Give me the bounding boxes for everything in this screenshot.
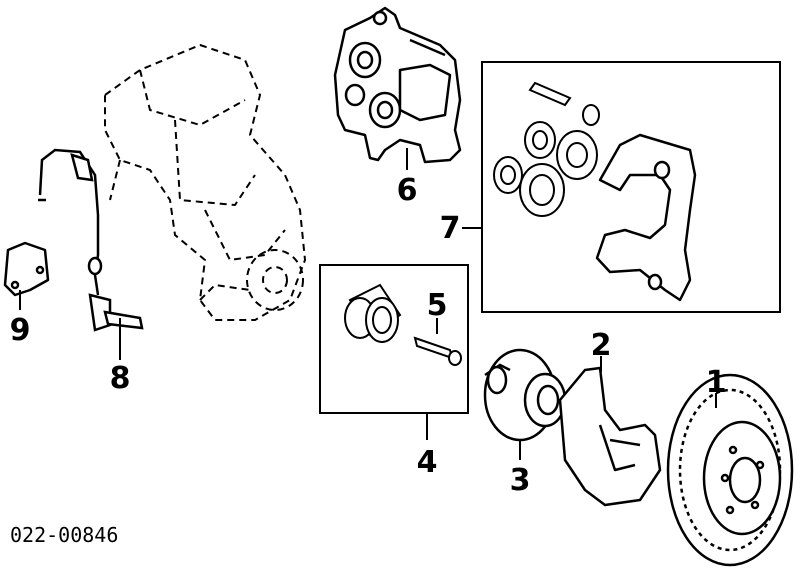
- dust-shield: [558, 366, 662, 507]
- callout-3: 3: [510, 463, 531, 498]
- reference-code: 022-00846: [10, 523, 118, 547]
- wheel-stud: [413, 336, 462, 366]
- callout-4: 4: [417, 445, 438, 480]
- brake-rotor: [666, 373, 794, 567]
- callout-1: 1: [706, 365, 727, 400]
- callout-7: 7: [440, 211, 461, 246]
- abs-sensor-bracket: [3, 241, 50, 297]
- steering-knuckle-outline: [104, 43, 307, 321]
- bearing-box: [319, 264, 469, 414]
- seal-kit-box: [481, 61, 781, 313]
- caliper-bracket: [595, 133, 697, 302]
- callout-6: 6: [397, 173, 418, 208]
- leader-lines: [19, 148, 717, 460]
- seal-kit-parts: [493, 81, 600, 217]
- callout-9: 9: [10, 313, 31, 348]
- callout-5: 5: [427, 288, 448, 323]
- callout-8: 8: [110, 361, 131, 396]
- abs-sensor: [38, 148, 144, 332]
- brake-caliper: [333, 6, 462, 164]
- callout-2: 2: [591, 328, 612, 363]
- wheel-hub: [483, 348, 567, 442]
- wheel-bearing: [344, 283, 402, 343]
